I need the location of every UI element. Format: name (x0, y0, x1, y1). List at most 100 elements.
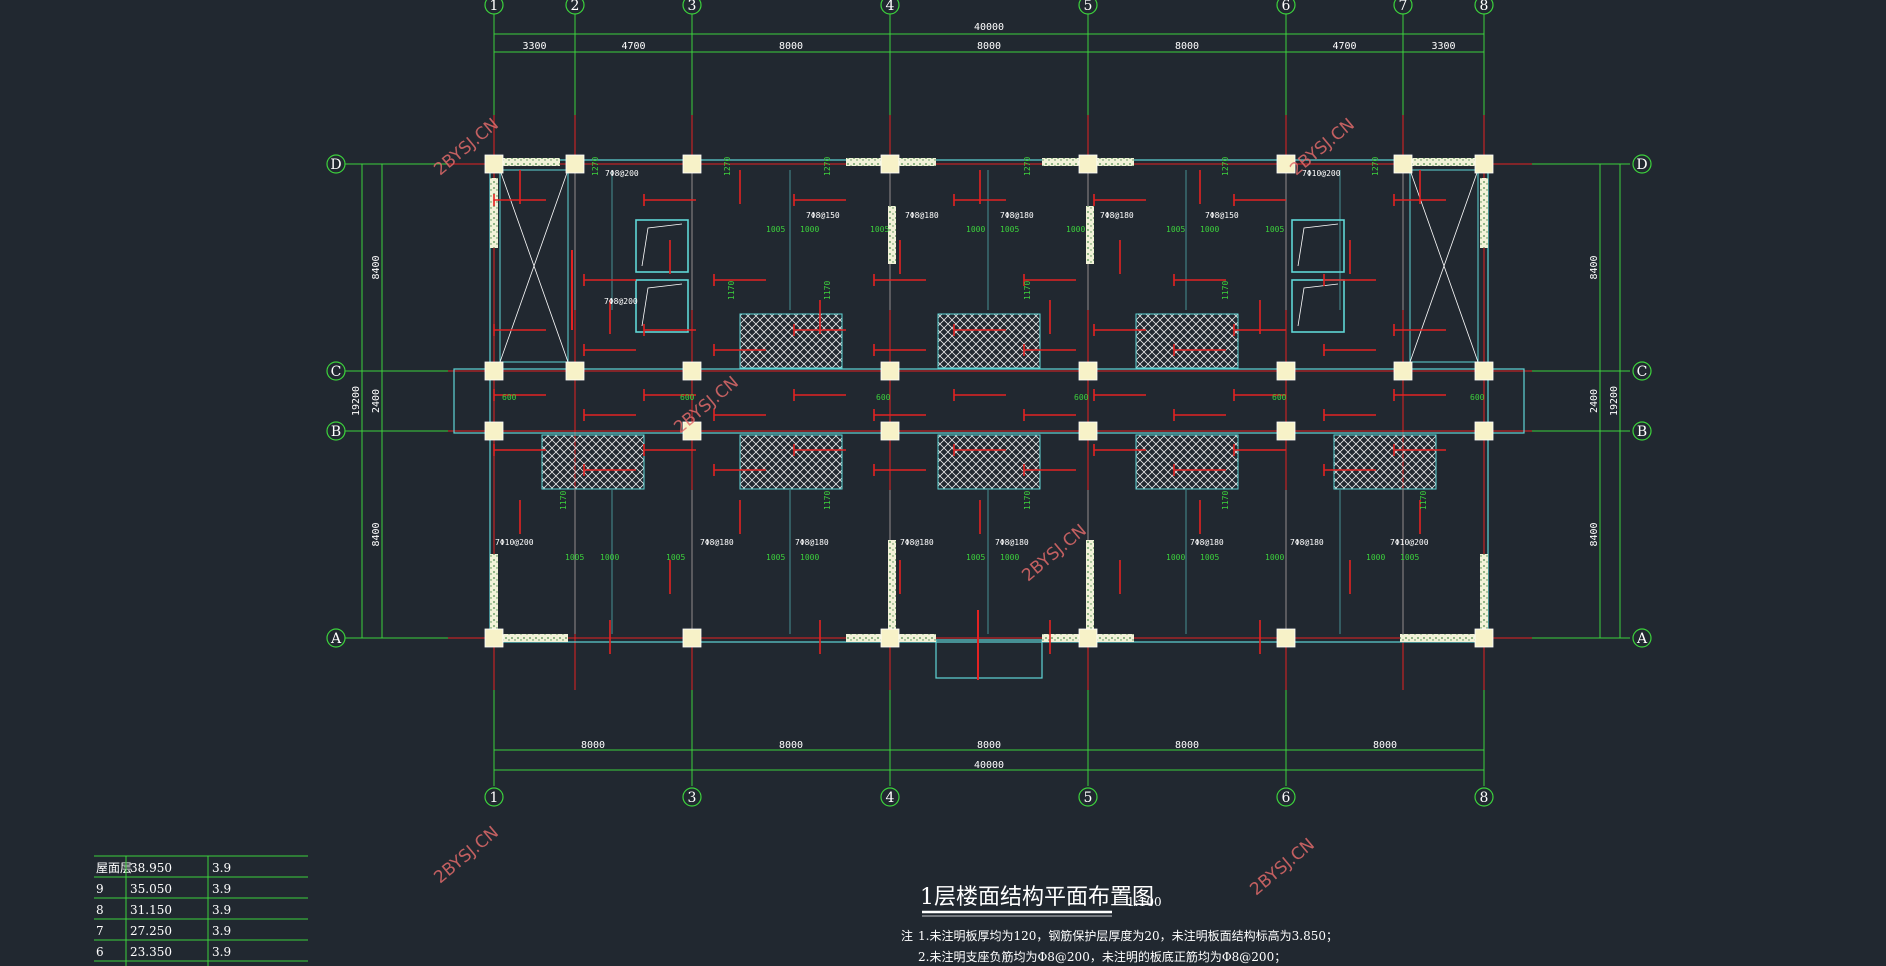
dim-bottom-span: 8000 (977, 740, 1001, 751)
dim-bottom-span: 8000 (1175, 740, 1199, 751)
hatched-opening (937, 434, 1041, 490)
watermark-text: 2BYSJ.CN (430, 823, 502, 888)
masonry-wall (1086, 540, 1094, 634)
rebar-length: 1270 (1371, 157, 1380, 176)
column (565, 154, 585, 174)
rebar-length: 1005 (766, 553, 785, 562)
rebar-length: 1005 (766, 225, 785, 234)
dim-vertical-span: 8400 (371, 522, 382, 546)
axis-bottom-circle (1474, 787, 1494, 807)
table-cell: 38.950 (130, 861, 172, 875)
axis-top-circle (1276, 0, 1296, 15)
axis-left-circle (326, 628, 346, 648)
dim-vertical-total: 19200 (351, 386, 362, 416)
building-outline (489, 159, 1489, 643)
rebar-length: 1270 (823, 157, 832, 176)
rebar-length: 1170 (823, 281, 832, 300)
beam-label-bottom: 7Φ8@180 (995, 538, 1029, 547)
rebar-length: 600 (876, 393, 891, 402)
table-cell: 屋面层 (96, 861, 132, 875)
masonry-wall (1400, 158, 1480, 166)
column (1474, 421, 1494, 441)
hatched-opening (739, 434, 843, 490)
axis-top-label: 2 (571, 0, 580, 14)
table-cell: 3.9 (212, 861, 231, 875)
dim-top-span: 4700 (621, 41, 645, 52)
watermark-text: 2BYSJ.CN (1246, 835, 1318, 900)
rebar-length: 1270 (1023, 157, 1032, 176)
axis-left-circle (326, 421, 346, 441)
dim-top-span: 8000 (779, 41, 803, 52)
axis-left-label: D (330, 157, 341, 173)
table-cell: 27.250 (130, 924, 172, 938)
axis-top-circle (1474, 0, 1494, 15)
hatched-opening (739, 313, 843, 369)
hatched-opening (1135, 434, 1239, 490)
axis-top-label: 4 (886, 0, 895, 14)
rebar-length: 1000 (1366, 553, 1385, 562)
column (484, 154, 504, 174)
column (1276, 421, 1296, 441)
dim-vertical-total: 19200 (1609, 386, 1620, 416)
rebar-length: 1000 (1265, 553, 1284, 562)
beam-label-bottom: 7Φ8@180 (700, 538, 734, 547)
masonry-wall (1086, 206, 1094, 264)
rebar-length: 1170 (727, 281, 736, 300)
axis-bottom-circle (682, 787, 702, 807)
column (1474, 154, 1494, 174)
rebar-length: 1000 (1000, 553, 1019, 562)
rebar-length: 1005 (1265, 225, 1284, 234)
stair-shaft (1409, 169, 1479, 363)
axis-left-circle (326, 154, 346, 174)
axis-top-label: 8 (1480, 0, 1489, 14)
masonry-wall (1400, 634, 1480, 642)
beam-label-top: 7Φ8@180 (1100, 211, 1134, 220)
axis-bottom-label: 6 (1282, 790, 1291, 806)
rebar-length: 1000 (1166, 553, 1185, 562)
hatched-opening (1135, 313, 1239, 369)
rebar-length: 1000 (966, 225, 985, 234)
beam-label-top: 7Φ8@150 (1205, 211, 1239, 220)
rebar-length: 600 (1074, 393, 1089, 402)
beam-label-bottom: 7Φ8@180 (795, 538, 829, 547)
drawing-title: 1层楼面结构平面布置图 (920, 885, 1154, 910)
beam-label-top: 7Φ10@200 (1302, 169, 1341, 178)
rebar-length: 1005 (1166, 225, 1185, 234)
column (1474, 361, 1494, 381)
hatched-opening (1333, 434, 1437, 490)
table-cell: 6 (96, 945, 104, 959)
axis-right-label: A (1636, 631, 1648, 647)
axis-right-circle (1632, 361, 1652, 381)
column (1393, 361, 1413, 381)
elevator-car (635, 279, 689, 333)
table-cell: 3.9 (212, 945, 231, 959)
elevator-door-line (641, 283, 683, 327)
masonry-wall (490, 178, 498, 248)
dim-vertical-span: 2400 (371, 389, 382, 413)
column (880, 361, 900, 381)
axis-top-label: 6 (1282, 0, 1291, 14)
axis-top-label: 7 (1399, 0, 1408, 14)
elevator-car (635, 219, 689, 273)
stair-shaft (499, 169, 569, 363)
dim-bottom-span: 8000 (779, 740, 803, 751)
rebar-length: 1170 (1221, 491, 1230, 510)
notes-prefix: 注 (901, 928, 913, 943)
elevator-door-line (641, 223, 683, 267)
beam-label-top: 7Φ8@150 (806, 211, 840, 220)
dim-vertical-span: 8400 (1589, 522, 1600, 546)
rebar-length: 600 (1272, 393, 1287, 402)
masonry-wall (502, 158, 560, 166)
column (682, 361, 702, 381)
rebar-length: 1005 (1200, 553, 1219, 562)
dim-top-span: 3300 (522, 41, 546, 52)
axis-left-circle (326, 361, 346, 381)
beam-label-top: 7Φ8@180 (1000, 211, 1034, 220)
dim-vertical-span: 8400 (371, 255, 382, 279)
column (484, 628, 504, 648)
column (1078, 154, 1098, 174)
beam-label-bottom: 7Φ8@180 (1190, 538, 1224, 547)
column (682, 628, 702, 648)
column (1078, 421, 1098, 441)
